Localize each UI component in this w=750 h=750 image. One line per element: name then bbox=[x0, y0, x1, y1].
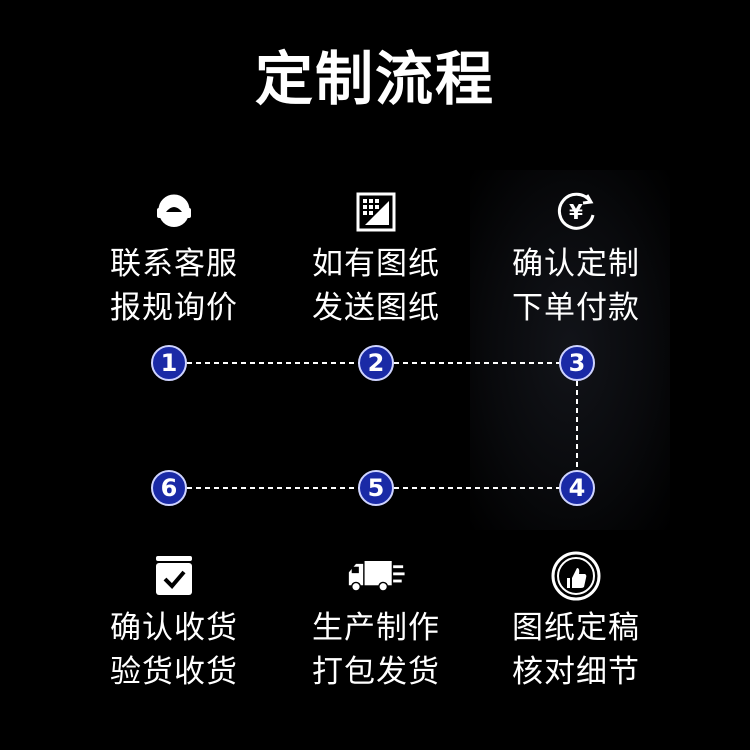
step-send-drawing: 如有图纸 发送图纸 bbox=[276, 182, 476, 330]
step-number-6: 6 bbox=[151, 470, 187, 506]
step-confirm-receipt: 确认收货 验货收货 bbox=[74, 546, 274, 694]
step-number-2: 2 bbox=[358, 345, 394, 381]
step-contact-service: 联系客服 报规询价 bbox=[74, 182, 274, 330]
drawing-icon bbox=[346, 182, 406, 242]
delivery-truck-icon bbox=[346, 546, 406, 606]
page-title: 定制流程 bbox=[254, 45, 495, 113]
step-2-line-1: 如有图纸 bbox=[312, 246, 440, 282]
step-6-line-1: 确认收货 bbox=[110, 610, 238, 646]
step-number-4: 4 bbox=[559, 470, 595, 506]
step-5-line-2: 打包发货 bbox=[312, 654, 440, 690]
step-number-1: 1 bbox=[151, 345, 187, 381]
svg-text:¥: ¥ bbox=[569, 200, 583, 224]
step-number-3: 3 bbox=[559, 345, 595, 381]
step-3-line-2: 下单付款 bbox=[512, 290, 640, 326]
step-number-5: 5 bbox=[358, 470, 394, 506]
checked-box-icon bbox=[144, 546, 204, 606]
step-confirm-order: ¥ 确认定制 下单付款 bbox=[476, 182, 676, 330]
step-2-line-2: 发送图纸 bbox=[312, 290, 440, 326]
customer-service-icon bbox=[144, 182, 204, 242]
step-1-line-2: 报规询价 bbox=[110, 290, 238, 326]
step-production: 生产制作 打包发货 bbox=[276, 546, 476, 694]
approval-seal-icon bbox=[546, 546, 606, 606]
step-4-line-2: 核对细节 bbox=[512, 654, 640, 690]
yuan-payment-icon: ¥ bbox=[546, 182, 606, 242]
step-5-line-1: 生产制作 bbox=[312, 610, 440, 646]
step-3-line-1: 确认定制 bbox=[512, 246, 640, 282]
step-4-line-1: 图纸定稿 bbox=[512, 610, 640, 646]
step-1-line-1: 联系客服 bbox=[110, 246, 238, 282]
step-finalize-drawing: 图纸定稿 核对细节 bbox=[476, 546, 676, 694]
step-6-line-2: 验货收货 bbox=[110, 654, 238, 690]
